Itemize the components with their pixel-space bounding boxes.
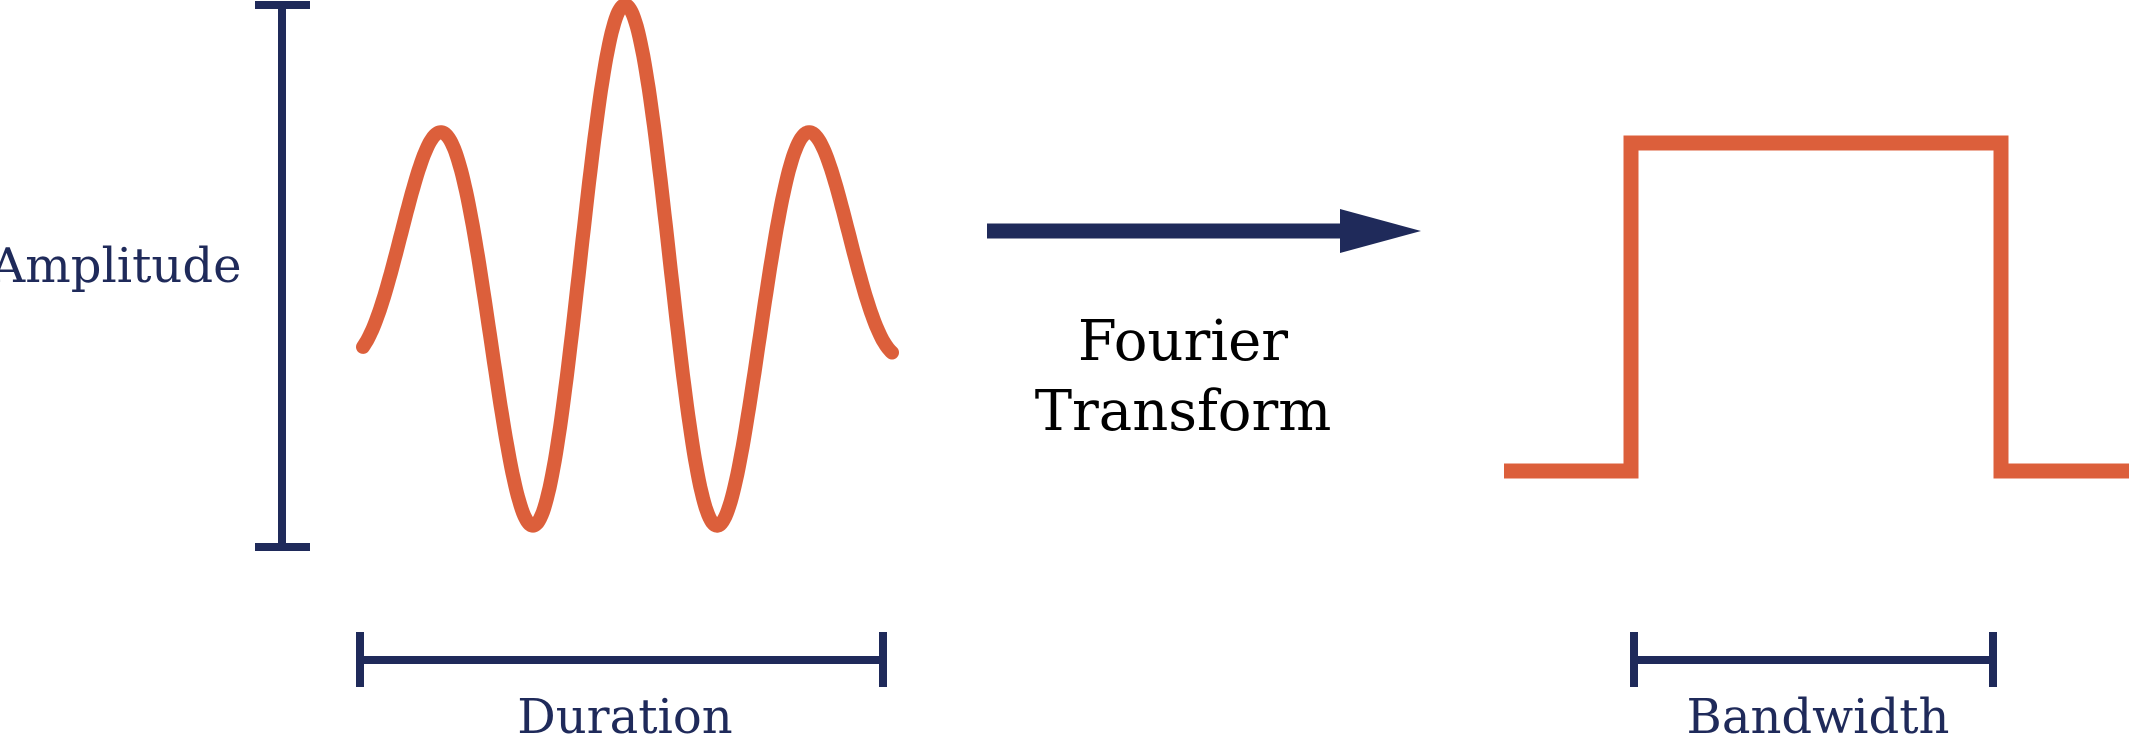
bandwidth-label: Bandwidth xyxy=(1687,689,1950,745)
transform-label-line1: Fourier xyxy=(1078,309,1288,374)
amplitude-bracket xyxy=(255,1,310,551)
transform-arrow xyxy=(987,209,1421,253)
transform-arrow-head xyxy=(1340,209,1421,253)
bandwidth-bracket xyxy=(1630,632,1997,687)
duration-bracket xyxy=(356,632,887,687)
time-domain-wave xyxy=(356,0,899,533)
transform-label-line2: Transform xyxy=(1035,379,1332,444)
amplitude-label: Amplitude xyxy=(0,238,241,294)
frequency-domain-rect xyxy=(1504,135,2129,479)
duration-label: Duration xyxy=(517,689,732,745)
